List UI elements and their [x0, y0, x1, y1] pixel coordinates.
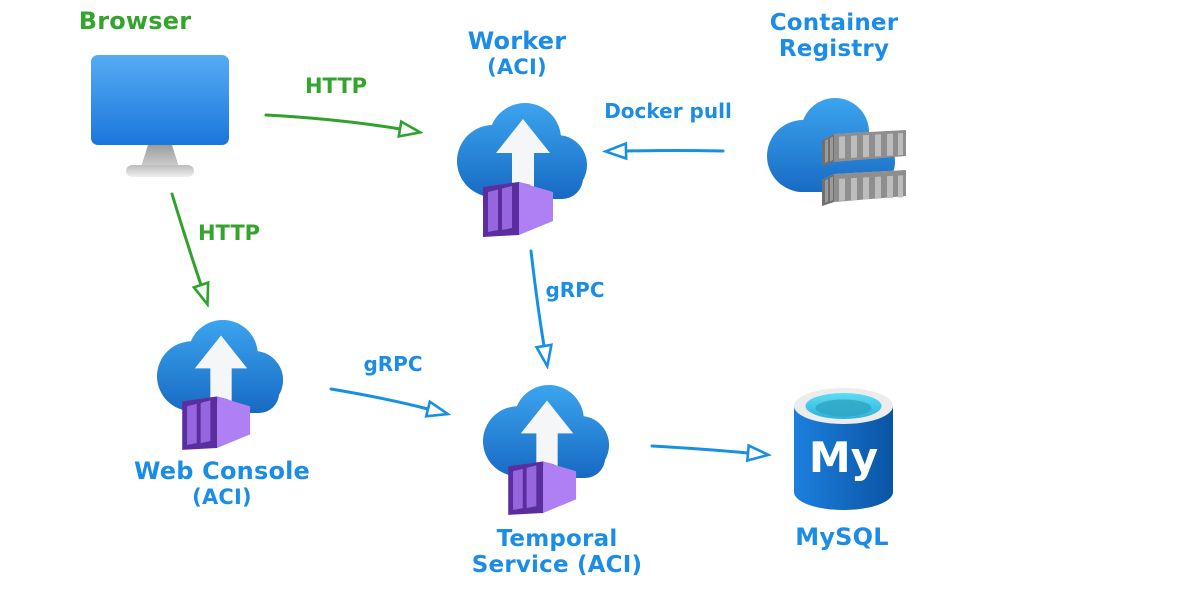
container-box-icon: [508, 461, 577, 515]
web-console-aci-icon: [157, 319, 284, 450]
worker-label-line1: Worker: [467, 27, 567, 55]
web-console-label-line2: (ACI): [192, 485, 252, 509]
browser-monitor-icon: [91, 55, 229, 177]
temporal-service-label-line2: Service (ACI): [471, 552, 643, 578]
cargo-containers-stack-icon: [822, 130, 906, 206]
container-box-icon: [182, 396, 251, 450]
browser-label: Browser: [78, 7, 192, 35]
edge-label-http-browser-to-worker: HTTP: [304, 74, 368, 98]
edge-label-http-browser-to-web-console: HTTP: [197, 221, 261, 245]
edge-grpc-web-console-to-temporal: [329, 387, 428, 409]
temporal-service-label: Temporal Service (ACI): [467, 526, 647, 578]
temporal-aci-icon: [483, 384, 610, 515]
edge-label-grpc-worker-to-temporal: gRPC: [545, 278, 605, 302]
edge-label-grpc-web-console-to-temporal: gRPC: [363, 352, 423, 376]
edge-label-docker-pull: Docker pull: [604, 99, 732, 123]
mysql-logo-text: My: [809, 433, 878, 482]
monitor-stand-base: [126, 165, 194, 177]
edge-http-browser-to-worker: [264, 113, 400, 129]
database-cylinder: [794, 406, 893, 510]
container-registry-label: Container Registry: [754, 10, 914, 62]
web-console-label: Web Console (ACI): [132, 458, 312, 510]
monitor-stand-neck: [141, 145, 179, 167]
upload-arrow-icon: [520, 400, 574, 479]
temporal-service-label-line1: Temporal: [496, 526, 618, 552]
mysql-label: MySQL: [795, 523, 889, 551]
mysql-database-icon: My: [794, 388, 893, 510]
worker-label-line2: (ACI): [487, 55, 547, 79]
container-registry-label-line2: Registry: [778, 36, 890, 62]
cylinder-top-inner-shadow: [815, 399, 872, 417]
container-box-icon: [483, 182, 553, 237]
worker-aci-icon: [457, 103, 587, 237]
upload-arrow-icon: [194, 335, 248, 414]
cargo-container-bottom: [822, 170, 906, 206]
container-registry-label-line1: Container: [769, 10, 899, 36]
edge-grpc-worker-to-temporal: [529, 249, 544, 346]
monitor-screen: [91, 55, 229, 145]
edge-docker-pull-registry-to-worker: [626, 151, 725, 152]
web-console-label-line1: Web Console: [133, 457, 311, 485]
worker-label: Worker (ACI): [437, 28, 597, 80]
container-registry-icon: [767, 98, 906, 206]
edge-temporal-to-mysql: [650, 446, 748, 453]
upload-arrow-icon: [496, 119, 550, 199]
cargo-container-top: [822, 130, 906, 166]
edge-http-browser-to-web-console: [170, 192, 201, 285]
